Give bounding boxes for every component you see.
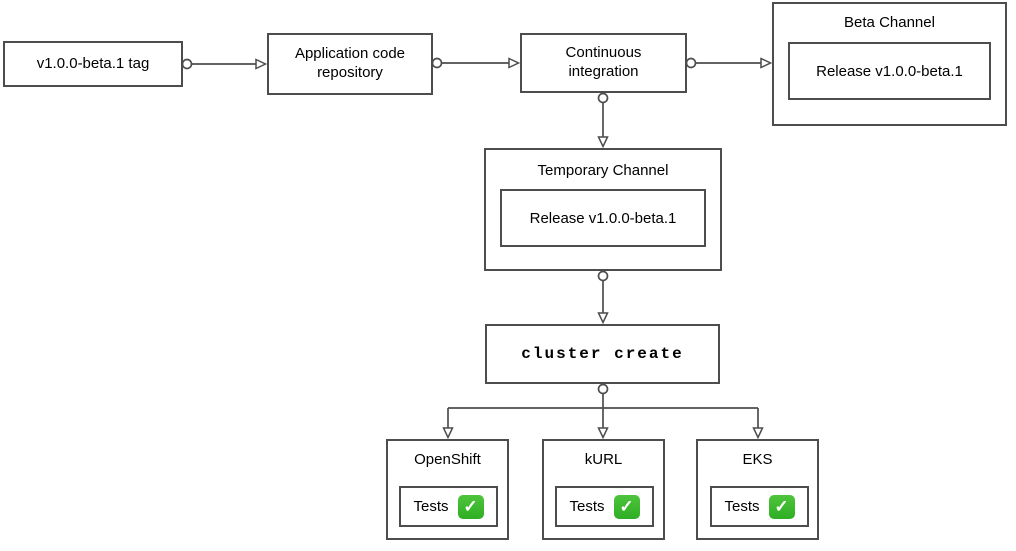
- connector-tag-to-repo: [181, 58, 268, 70]
- cluster-create-label: cluster create: [521, 345, 684, 363]
- kurl-title: kURL: [584, 451, 623, 468]
- check-passed-icon: ✓: [613, 494, 640, 519]
- node-temporary-release: Release v1.0.0-beta.1: [500, 189, 706, 247]
- check-passed-icon: ✓: [457, 494, 484, 519]
- node-application-code-repository-label: Application code repository: [294, 45, 406, 81]
- node-temporary-channel: Temporary Channel Release v1.0.0-beta.1: [484, 148, 722, 271]
- node-openshift: OpenShift Tests ✓: [386, 439, 509, 540]
- node-beta-channel: Beta Channel Release v1.0.0-beta.1: [772, 2, 1007, 126]
- check-glyph: ✓: [774, 497, 789, 516]
- openshift-title: OpenShift: [414, 451, 481, 468]
- kurl-tests-box: Tests ✓: [555, 486, 654, 527]
- node-continuous-integration: Continuous integration: [520, 33, 687, 93]
- openshift-tests-box: Tests ✓: [399, 486, 498, 527]
- node-beta-release: Release v1.0.0-beta.1: [788, 42, 991, 100]
- connector-cluster-to-platforms: [442, 383, 764, 440]
- eks-tests-box: Tests ✓: [710, 486, 809, 527]
- openshift-tests-label: Tests: [413, 498, 449, 515]
- beta-channel-title: Beta Channel: [844, 14, 935, 31]
- node-version-tag-label: v1.0.0-beta.1 tag: [36, 54, 150, 72]
- temporary-channel-title: Temporary Channel: [537, 162, 669, 179]
- beta-release-label: Release v1.0.0-beta.1: [816, 62, 963, 80]
- connector-ci-to-beta: [685, 57, 773, 69]
- check-glyph: ✓: [463, 497, 478, 516]
- node-eks: EKS Tests ✓: [696, 439, 819, 540]
- node-continuous-integration-label: Continuous integration: [565, 44, 642, 80]
- temporary-release-label: Release v1.0.0-beta.1: [529, 209, 677, 227]
- node-cluster-create-command: cluster create: [485, 324, 720, 384]
- kurl-tests-label: Tests: [569, 498, 605, 515]
- connector-repo-to-ci: [431, 57, 521, 69]
- node-version-tag: v1.0.0-beta.1 tag: [3, 41, 183, 87]
- check-passed-icon: ✓: [768, 494, 795, 519]
- connector-temp-to-cluster: [597, 270, 609, 325]
- check-glyph: ✓: [619, 497, 634, 516]
- node-kurl: kURL Tests ✓: [542, 439, 665, 540]
- eks-title: EKS: [742, 451, 773, 468]
- node-application-code-repository: Application code repository: [267, 33, 433, 95]
- eks-tests-label: Tests: [724, 498, 760, 515]
- connector-ci-to-temp: [597, 92, 609, 149]
